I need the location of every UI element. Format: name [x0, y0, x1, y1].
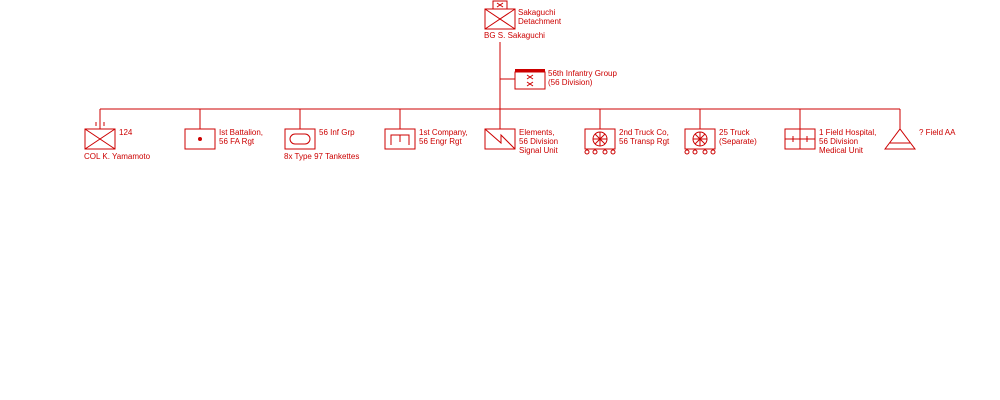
hq-cross-b — [484, 8, 516, 30]
unit-symbol-box — [484, 128, 516, 150]
motorized-wheel — [584, 149, 590, 155]
unit-label: Ist Battalion,56 FA Rgt — [219, 128, 263, 146]
unit-label-line: Elements, — [519, 128, 555, 137]
air-defense-frame — [884, 128, 916, 150]
group-symbol-box — [514, 71, 546, 90]
unit-label-line: Ist Battalion, — [219, 128, 264, 137]
unit-infantry-1 — [84, 109, 116, 150]
wheel-spoke — [594, 133, 606, 145]
hq-commander: BG S. Sakaguchi — [484, 31, 545, 40]
unit-air-defense-9 — [884, 109, 916, 150]
unit-label-line: 56 Division — [519, 137, 559, 146]
unit-label: 25 Truck(Separate) — [719, 128, 757, 146]
unit-label-line: Signal Unit — [519, 146, 558, 155]
unit-symbol-box — [384, 128, 416, 150]
signal-bolt — [484, 128, 516, 150]
hq-label-line: Sakaguchi — [518, 8, 556, 17]
unit-label-line: 124 — [119, 128, 133, 137]
group-x-top-b — [526, 74, 534, 80]
unit-label-line: 1 Field Hospital, — [819, 128, 877, 137]
unit-label-line: ? Field AA — [919, 128, 956, 137]
hq-node — [484, 0, 516, 30]
motorized-wheel — [602, 149, 608, 155]
unit-motor-transport-6 — [584, 109, 616, 155]
wheel-spoke — [694, 133, 706, 145]
infantry-cross-b — [84, 128, 116, 150]
unit-label-line: 2nd Truck Co, — [619, 128, 669, 137]
unit-sublabel: 8x Type 97 Tankettes — [284, 152, 360, 161]
unit-medical-8 — [784, 109, 816, 150]
unit-motor-transport-7 — [684, 109, 716, 155]
unit-symbol-box — [84, 128, 116, 150]
unit-field-artillery-2 — [184, 109, 216, 150]
unit-label-line: 1st Company, — [419, 128, 468, 137]
unit-label-line: 56 Engr Rgt — [419, 137, 462, 146]
group-label: 56th Infantry Group(56 Division) — [548, 69, 617, 87]
group-node — [500, 69, 546, 90]
unit-label: ? Field AA — [919, 128, 955, 137]
motorized-wheel — [610, 149, 616, 155]
group-label-line: 56th Infantry Group — [548, 69, 617, 78]
unit-label-line: 25 Truck — [719, 128, 750, 137]
unit-engineer-4 — [384, 109, 416, 150]
hq-size-x-b — [496, 2, 504, 8]
unit-label-line: 56 FA Rgt — [219, 137, 255, 146]
unit-symbol-box — [284, 128, 316, 150]
unit-label-line: (Separate) — [719, 137, 757, 146]
unit-signal-5 — [484, 109, 516, 150]
group-x-bot-b — [526, 81, 534, 87]
unit-symbol-box — [684, 128, 716, 150]
unit-symbol-box — [584, 128, 616, 150]
group-label-line: (56 Division) — [548, 78, 593, 87]
motorized-wheel — [692, 149, 698, 155]
unit-symbol-box — [184, 128, 216, 150]
unit-label: 1st Company,56 Engr Rgt — [419, 128, 468, 146]
unit-armor-3 — [284, 109, 316, 150]
unit-label-line: 56 Division — [819, 137, 859, 146]
unit-label-line: 56 Inf Grp — [319, 128, 355, 137]
unit-label: 2nd Truck Co,56 Transp Rgt — [619, 128, 669, 146]
group-headquarters-bar — [515, 69, 545, 72]
unit-label-line: Medical Unit — [819, 146, 864, 155]
motorized-wheel — [592, 149, 598, 155]
unit-label: 56 Inf Grp — [319, 128, 355, 137]
armor-oval — [289, 133, 311, 145]
unit-label: 124 — [119, 128, 132, 137]
unit-sublabel: COL K. Yamamoto — [84, 152, 151, 161]
artillery-dot — [198, 137, 202, 141]
motorized-wheel — [710, 149, 716, 155]
motorized-wheel — [684, 149, 690, 155]
motorized-wheel — [702, 149, 708, 155]
hq-size-box — [492, 0, 508, 10]
unit-label-line: 56 Transp Rgt — [619, 137, 670, 146]
hq-label-line: Detachment — [518, 17, 562, 26]
